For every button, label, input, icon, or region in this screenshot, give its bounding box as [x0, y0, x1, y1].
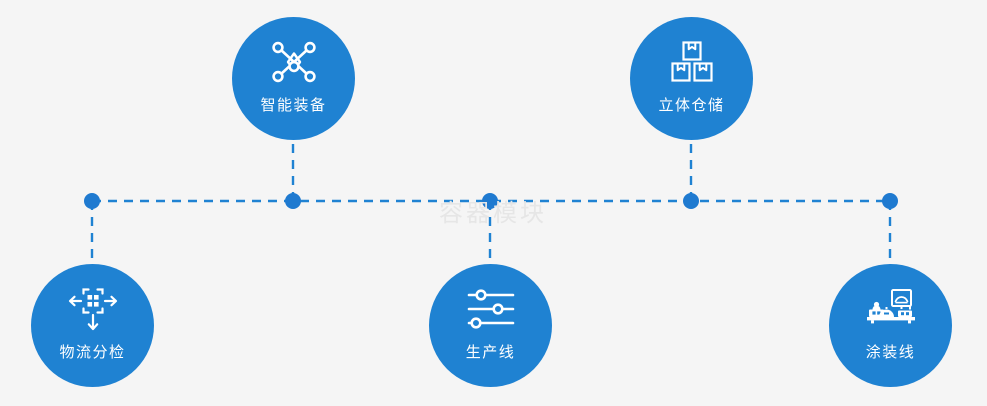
node-label-production-line: 生产线 [465, 344, 516, 361]
node-logistics-sorting[interactable]: 物流分检 [31, 264, 154, 387]
joint-dot-painting-line[interactable] [882, 193, 898, 209]
node-label-painting-line: 涂装线 [865, 344, 916, 361]
joint-dot-stereo-warehouse[interactable] [683, 193, 699, 209]
node-label-smart-equipment: 智能装备 [260, 97, 327, 114]
joint-dot-logistics-sorting[interactable] [84, 193, 100, 209]
sliders-icon [465, 286, 517, 332]
factory-monitor-icon [865, 286, 917, 332]
stacked-boxes-icon [666, 39, 718, 85]
joint-dot-smart-equipment[interactable] [285, 193, 301, 209]
joint-dot-production-line[interactable] [482, 193, 498, 209]
network-nodes-icon [268, 39, 320, 85]
node-smart-equipment[interactable]: 智能装备 [232, 17, 355, 140]
node-label-logistics-sorting: 物流分检 [59, 344, 126, 361]
sorting-arrows-icon [67, 286, 119, 332]
node-stereo-warehouse[interactable]: 立体仓储 [630, 17, 753, 140]
node-production-line[interactable]: 生产线 [429, 264, 552, 387]
node-painting-line[interactable]: 涂装线 [829, 264, 952, 387]
node-label-stereo-warehouse: 立体仓储 [658, 97, 725, 114]
